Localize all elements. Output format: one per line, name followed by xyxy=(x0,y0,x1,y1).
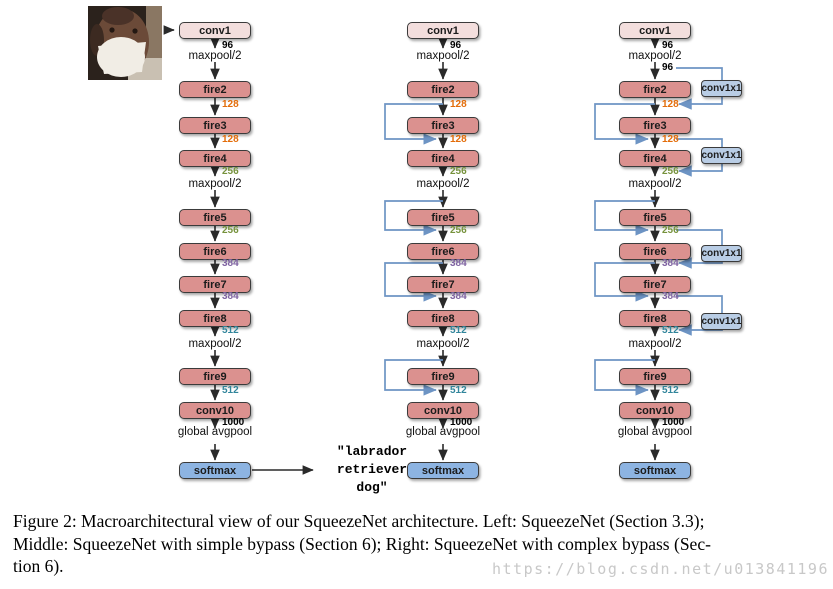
channels-label: 1000 xyxy=(222,417,245,428)
node-conv1x1: conv1x1 xyxy=(701,147,742,164)
node-softmax: softmax xyxy=(619,462,691,479)
maxpool-label: maxpool/2 xyxy=(628,178,682,190)
channels-label: 256 xyxy=(222,225,239,236)
channels-label: 128 xyxy=(450,134,467,145)
node-fire5: fire5 xyxy=(619,209,691,226)
caption-line: Middle: SqueezeNet with simple bypass (S… xyxy=(13,533,711,554)
node-fire2: fire2 xyxy=(407,81,479,98)
channels-label: 384 xyxy=(450,258,467,269)
maxpool-label: maxpool/2 xyxy=(188,50,242,62)
bypass-arrow xyxy=(594,200,655,236)
channels-label: 256 xyxy=(662,225,679,236)
channels-label: 128 xyxy=(222,99,239,110)
node-fire8: fire8 xyxy=(619,310,691,327)
bypass-arrow xyxy=(384,359,443,396)
node-fire3: fire3 xyxy=(179,117,251,134)
node-fire2: fire2 xyxy=(619,81,691,98)
channels-label: 512 xyxy=(662,385,679,396)
node-softmax: softmax xyxy=(407,462,479,479)
channels-label: 96 xyxy=(222,40,234,51)
maxpool-label: maxpool/2 xyxy=(188,338,242,350)
channels-label: 128 xyxy=(450,99,467,110)
channels-label: 256 xyxy=(450,225,467,236)
avgpool-label: global avgpool xyxy=(177,426,253,438)
channels-label: 384 xyxy=(450,291,467,302)
channels-label: 256 xyxy=(450,166,467,177)
channels-label: 128 xyxy=(662,134,679,145)
channels-label: 256 xyxy=(222,166,239,177)
node-conv1: conv1 xyxy=(619,22,691,39)
node-fire4: fire4 xyxy=(407,150,479,167)
node-fire3: fire3 xyxy=(407,117,479,134)
channels-label: 384 xyxy=(222,258,239,269)
bypass-arrow xyxy=(384,200,443,236)
input-dog-photo xyxy=(88,6,162,80)
node-conv1x1: conv1x1 xyxy=(701,313,742,330)
channels-label: 256 xyxy=(662,166,679,177)
node-fire4: fire4 xyxy=(179,150,251,167)
maxpool-label: maxpool/2 xyxy=(416,338,470,350)
node-fire6: fire6 xyxy=(407,243,479,260)
channels-label: 512 xyxy=(222,325,239,336)
channels-label: 96 xyxy=(450,40,462,51)
node-fire5: fire5 xyxy=(179,209,251,226)
node-conv1: conv1 xyxy=(407,22,479,39)
channels-label: 96 xyxy=(662,40,674,51)
node-fire8: fire8 xyxy=(407,310,479,327)
caption-line: Figure 2: Macroarchitectural view of our… xyxy=(13,511,705,531)
channels-label: 512 xyxy=(450,325,467,336)
bypass-arrows xyxy=(384,67,723,396)
node-fire9: fire9 xyxy=(619,368,691,385)
channels-label: 384 xyxy=(222,291,239,302)
node-fire2: fire2 xyxy=(179,81,251,98)
channels-label: 384 xyxy=(662,291,679,302)
prediction-line: "labrador xyxy=(336,444,408,459)
node-conv1: conv1 xyxy=(179,22,251,39)
prediction-line: dog" xyxy=(356,480,388,495)
avgpool-label: global avgpool xyxy=(405,426,481,438)
node-fire5: fire5 xyxy=(407,209,479,226)
node-fire9: fire9 xyxy=(407,368,479,385)
channels-label: 512 xyxy=(450,385,467,396)
node-fire7: fire7 xyxy=(179,276,251,293)
node-fire6: fire6 xyxy=(619,243,691,260)
diagram-arrows xyxy=(163,25,723,475)
channels-label: 512 xyxy=(662,325,679,336)
node-fire6: fire6 xyxy=(179,243,251,260)
maxpool-label: maxpool/2 xyxy=(416,178,470,190)
maxpool-label: maxpool/2 xyxy=(188,178,242,190)
prediction-text: "labrador retriever dog" xyxy=(320,443,424,497)
node-fire3: fire3 xyxy=(619,117,691,134)
avgpool-label: global avgpool xyxy=(617,426,693,438)
bypass-arrow xyxy=(594,103,655,145)
node-fire8: fire8 xyxy=(179,310,251,327)
maxpool-label: maxpool/2 xyxy=(416,50,470,62)
channels-label: 128 xyxy=(662,99,679,110)
channels-label: 96 xyxy=(662,62,674,73)
channels-label: 512 xyxy=(222,385,239,396)
prediction-line: retriever xyxy=(336,462,408,477)
channels-label: 384 xyxy=(662,258,679,269)
node-fire4: fire4 xyxy=(619,150,691,167)
node-fire9: fire9 xyxy=(179,368,251,385)
maxpool-label: maxpool/2 xyxy=(628,338,682,350)
node-conv10: conv10 xyxy=(407,402,479,419)
bypass-arrow xyxy=(594,359,655,396)
bypass-arrow xyxy=(384,103,443,145)
node-fire7: fire7 xyxy=(619,276,691,293)
node-softmax: softmax xyxy=(179,462,251,479)
bypass-arrow xyxy=(384,262,443,302)
bypass-arrow xyxy=(594,262,655,302)
channels-label: 1000 xyxy=(450,417,473,428)
node-fire7: fire7 xyxy=(407,276,479,293)
main-flow-arrows xyxy=(163,25,660,475)
figure-caption: Figure 2: Macroarchitectural view of our… xyxy=(13,510,825,578)
node-conv1x1: conv1x1 xyxy=(701,80,742,97)
watermark: https://blog.csdn.net/u013841196 xyxy=(492,560,829,578)
maxpool-label: maxpool/2 xyxy=(628,50,682,62)
caption-line: tion 6). xyxy=(13,556,64,576)
node-conv1x1: conv1x1 xyxy=(701,245,742,262)
channels-label: 128 xyxy=(222,134,239,145)
channels-label: 1000 xyxy=(662,417,685,428)
